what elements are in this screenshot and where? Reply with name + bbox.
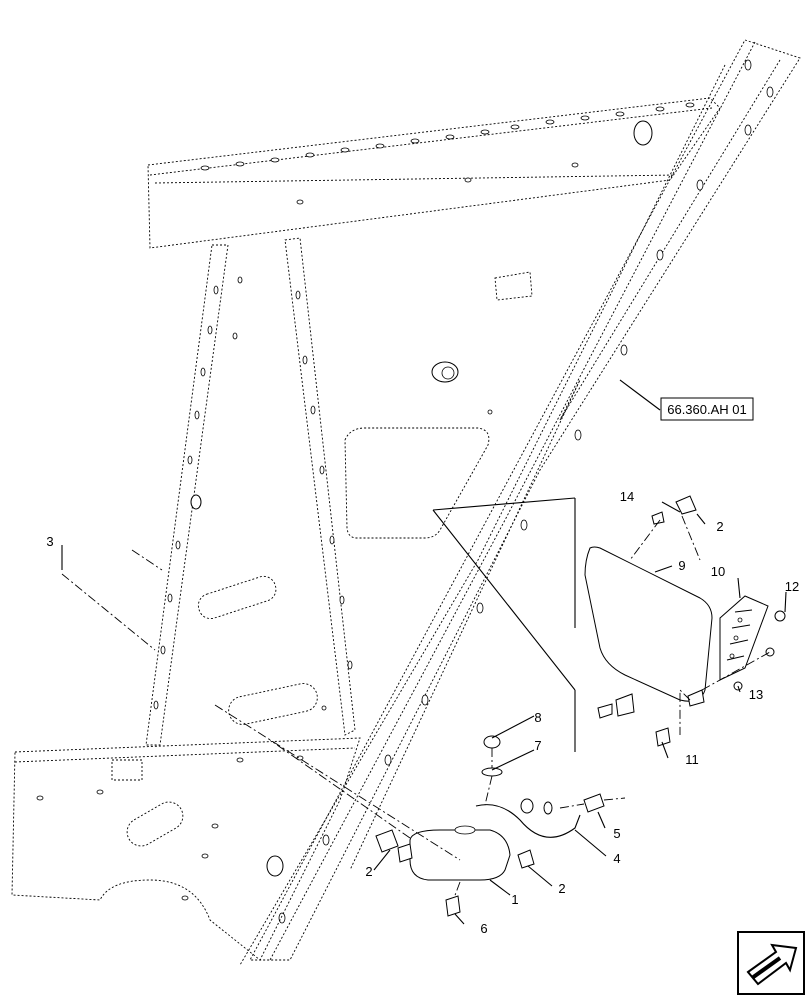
lower-gusset — [11, 737, 361, 961]
callout-4: 4 — [613, 851, 620, 866]
callout-10: 10 — [711, 564, 725, 579]
next-page-arrow-icon[interactable] — [737, 931, 805, 995]
hinge-plate — [719, 595, 769, 681]
centerlines — [61, 549, 461, 861]
inner-post — [284, 237, 356, 736]
callout-13: 13 — [749, 687, 763, 702]
callout-2-top: 2 — [716, 519, 723, 534]
lamp-assembly — [375, 735, 626, 917]
callout-9: 9 — [678, 558, 685, 573]
top-beam — [147, 97, 721, 249]
callout-2-left: 2 — [365, 864, 372, 879]
diagonal-rail — [239, 39, 801, 966]
reference-label: 66.360.AH 01 — [667, 402, 747, 417]
callout-12: 12 — [785, 579, 799, 594]
callout-leaders — [61, 501, 787, 925]
callout-5: 5 — [613, 826, 620, 841]
access-cover — [584, 546, 713, 702]
callout-6: 6 — [480, 921, 487, 936]
callout-14: 14 — [620, 489, 634, 504]
callout-2-right: 2 — [558, 881, 565, 896]
reference-leader — [619, 379, 661, 411]
callout-1: 1 — [511, 892, 518, 907]
callout-8: 8 — [534, 710, 541, 725]
callout-7: 7 — [534, 738, 541, 753]
left-post — [145, 244, 229, 746]
panel-features — [197, 271, 533, 725]
detail-leader — [432, 497, 576, 752]
reference-box — [660, 397, 754, 421]
cover-hardware — [597, 495, 786, 747]
callout-11: 11 — [685, 752, 699, 767]
callout-3: 3 — [46, 534, 53, 549]
